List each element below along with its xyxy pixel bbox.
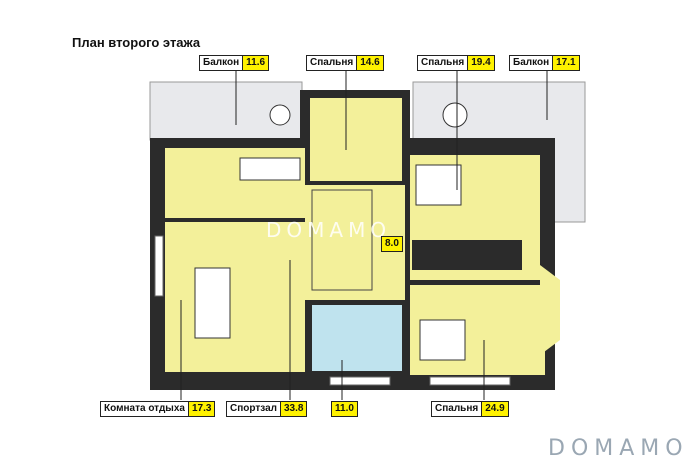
balcony-plant (269, 104, 291, 126)
bed-right (415, 164, 462, 206)
gym-floor (165, 222, 305, 372)
watermark-bottom: DOMAMO (548, 436, 689, 461)
label-bathroom: 11.0 (331, 401, 358, 417)
leader-lines (180, 68, 548, 400)
plan-title: План второго этажа (72, 35, 201, 50)
sofa (239, 157, 301, 181)
window-left (154, 235, 164, 297)
bed-bottom (419, 319, 466, 361)
wardrobe (412, 240, 522, 270)
bed-rest (194, 267, 231, 339)
window-bottom-bath (329, 376, 391, 386)
staircase (311, 189, 373, 291)
watermark-center: DOMAMO (266, 218, 392, 242)
bay-window-floor (540, 265, 560, 355)
label-hall: 8.0 (381, 236, 403, 252)
bedroom-top-floor (310, 98, 402, 181)
window-bottom-bedroom (429, 376, 511, 386)
balcony-table (442, 102, 468, 128)
bathroom-floor (312, 305, 402, 371)
